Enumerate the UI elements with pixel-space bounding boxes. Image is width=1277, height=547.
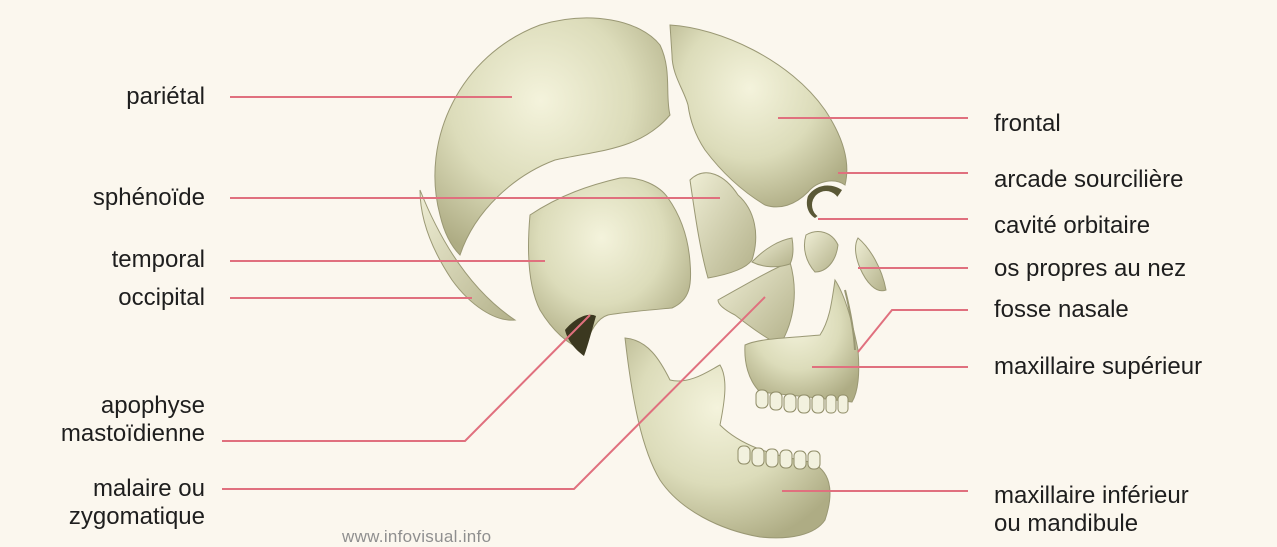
leader-mastoide [222, 315, 590, 441]
orbit-cavity [812, 191, 840, 219]
label-parietal: pariétal [60, 83, 205, 111]
label-max-inf: maxillaire inférieur ou mandibule [994, 482, 1189, 538]
label-nasale: fosse nasale [994, 296, 1129, 324]
label-arcade: arcade sourcilière [994, 166, 1183, 194]
leader-nasale [858, 310, 968, 352]
label-max-sup: maxillaire supérieur [994, 353, 1202, 381]
label-malaire: malaire ou zygomatique [0, 475, 205, 531]
label-malaire-line2: zygomatique [0, 503, 205, 531]
temporal-bone [528, 178, 690, 350]
nasal-bone-front [856, 238, 886, 291]
nasal-bone [804, 232, 838, 272]
watermark: www.infovisual.info [342, 527, 491, 547]
label-frontal: frontal [994, 110, 1061, 138]
label-mastoide: apophyse mastoïdienne [0, 392, 205, 448]
label-malaire-line1: malaire ou [0, 475, 205, 503]
label-nez: os propres au nez [994, 255, 1186, 283]
label-sphenoide: sphénoïde [30, 184, 205, 212]
label-occipital: occipital [30, 284, 205, 312]
label-mastoide-line1: apophyse [0, 392, 205, 420]
label-temporal: temporal [30, 246, 205, 274]
label-orbitaire: cavité orbitaire [994, 212, 1150, 240]
zygomatic-arch [752, 238, 793, 267]
label-mastoide-line2: mastoïdienne [0, 420, 205, 448]
label-max-inf-line1: maxillaire inférieur [994, 482, 1189, 510]
label-max-inf-line2: ou mandibule [994, 510, 1189, 538]
